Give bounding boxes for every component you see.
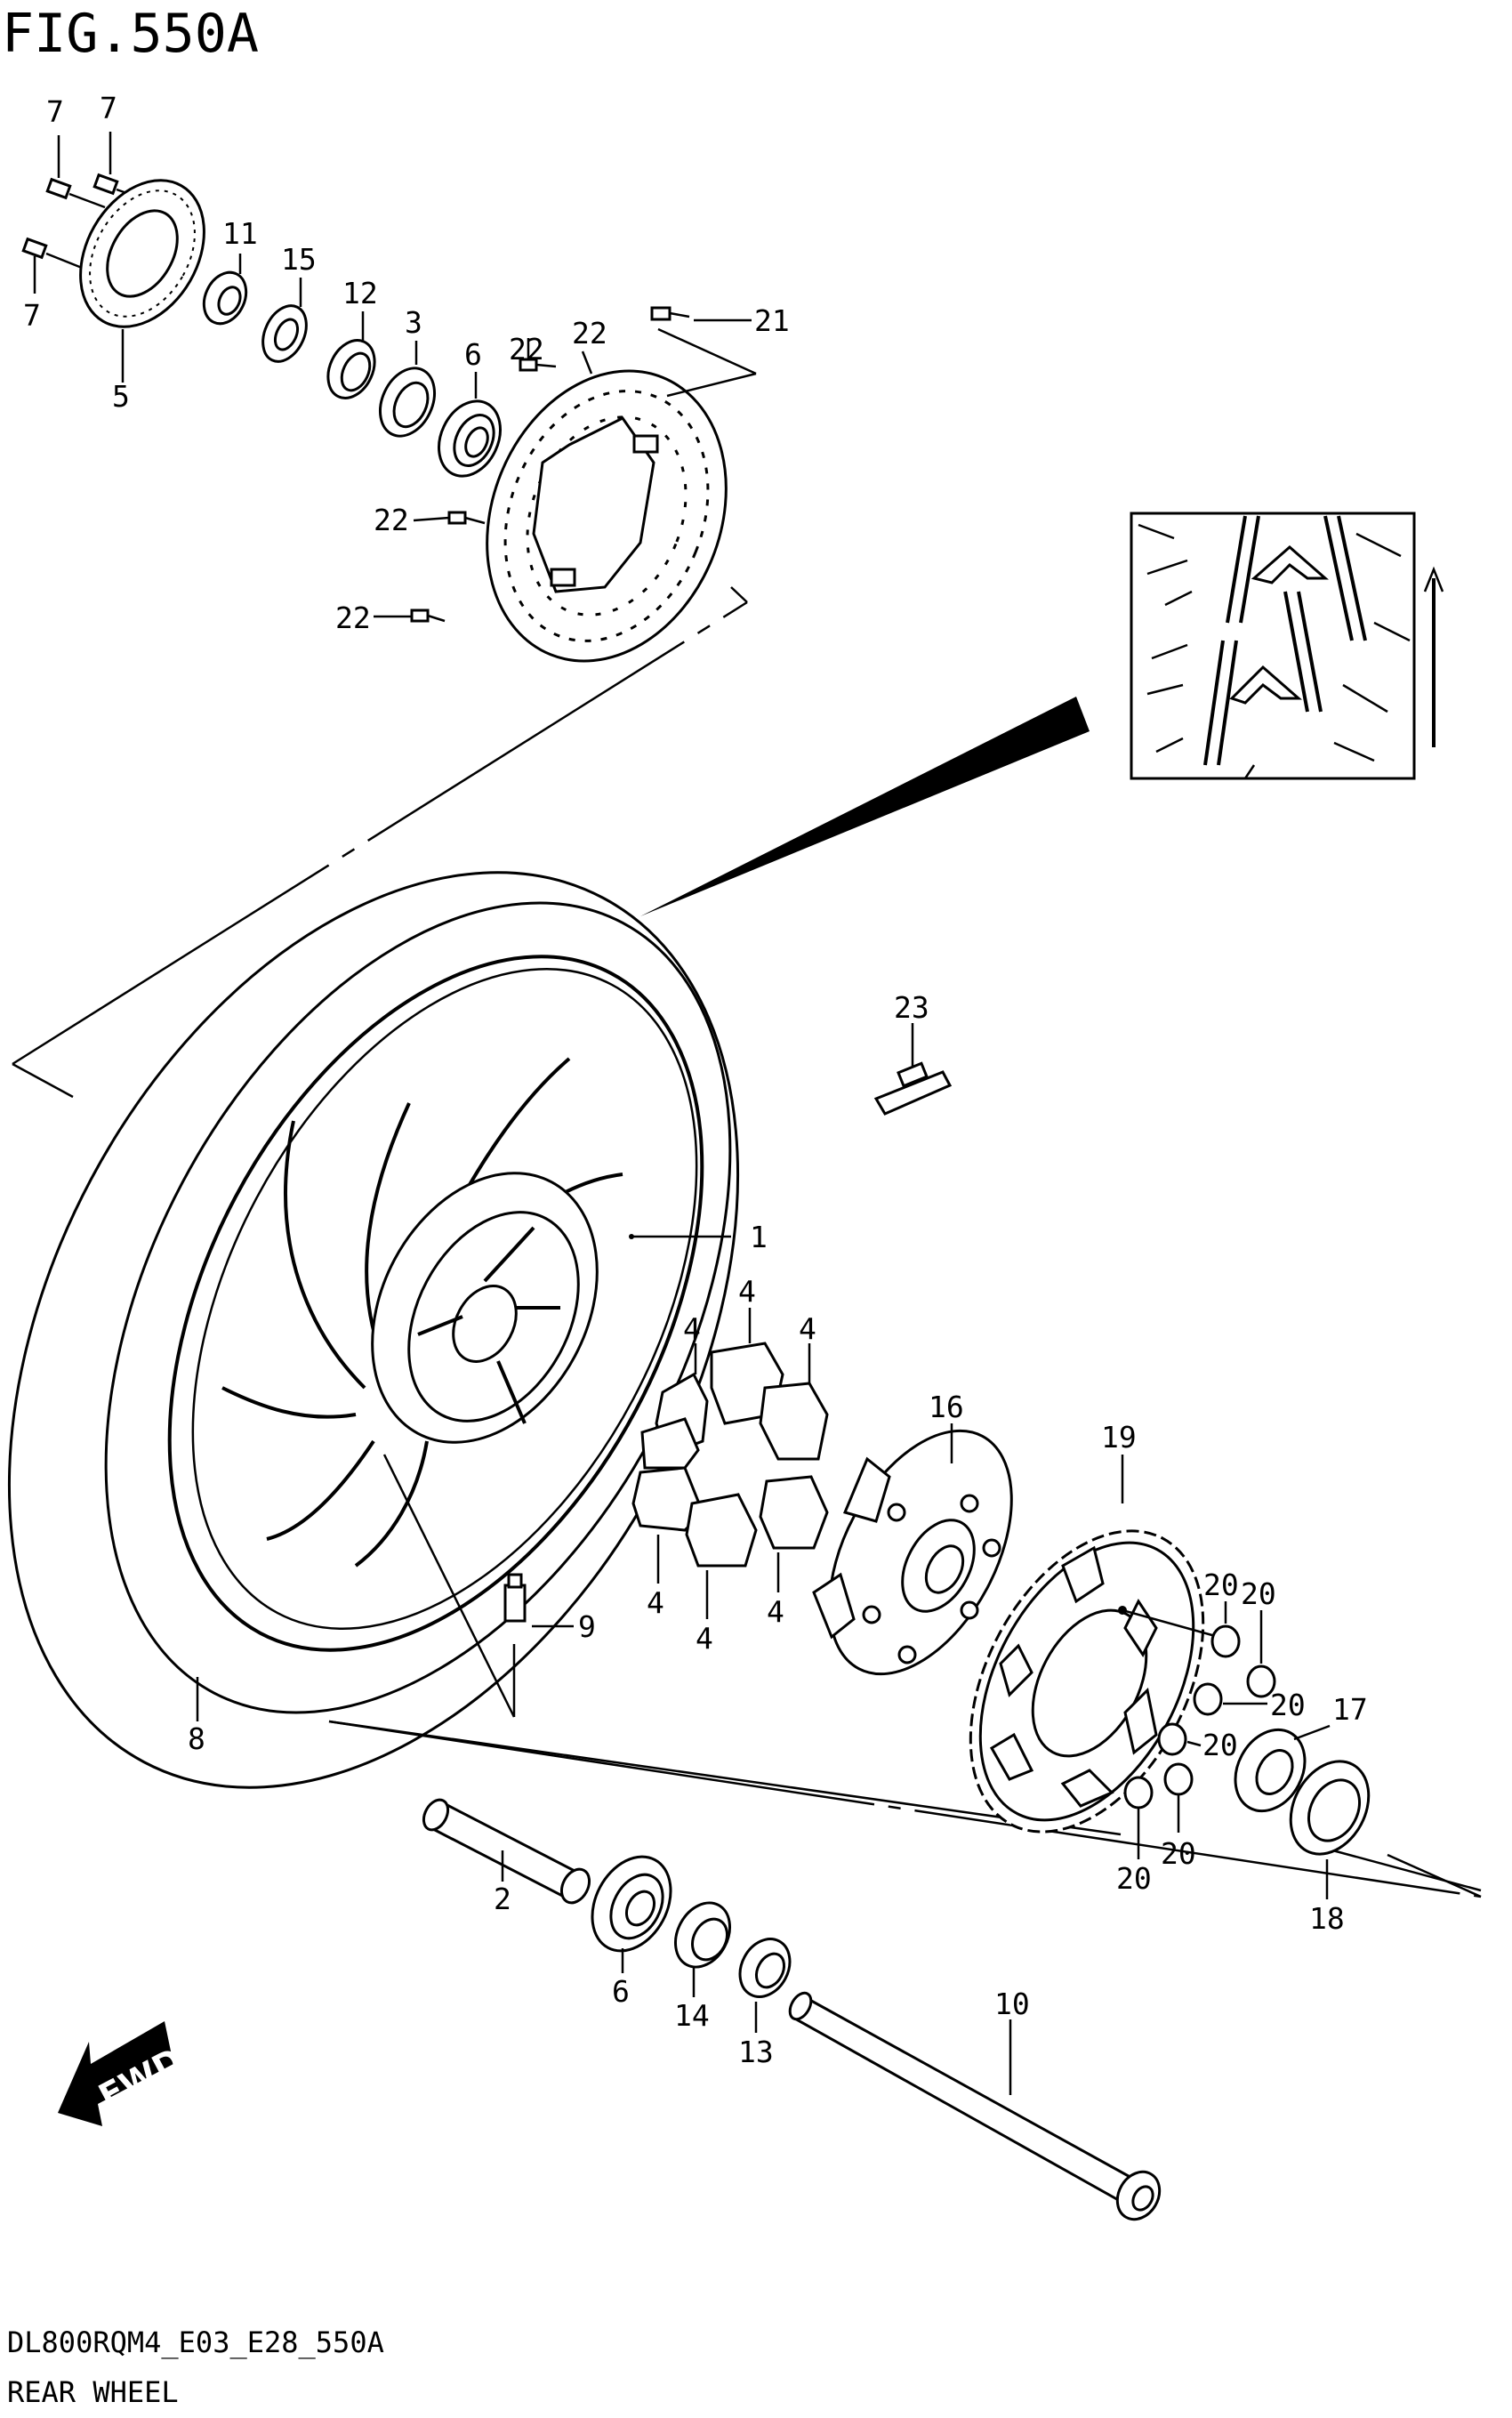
disc-bolt-21 <box>650 306 690 321</box>
tire-valve <box>503 1573 527 1623</box>
callout-4: 4 <box>738 1274 756 1309</box>
callout-4: 4 <box>767 1594 784 1629</box>
callout-10: 10 <box>994 1987 1030 2021</box>
callout-4: 4 <box>799 1311 816 1346</box>
callout-8: 8 <box>188 1721 205 1756</box>
rear-wheel-assembly <box>7 871 740 1789</box>
brake-disc <box>486 369 728 663</box>
callout-1: 1 <box>750 1220 768 1254</box>
figure-title: FIG.550A <box>2 3 259 65</box>
callout-20: 20 <box>1203 1568 1239 1602</box>
callout-12: 12 <box>342 276 378 310</box>
callout-7: 7 <box>100 91 117 125</box>
oil-seal-18 <box>1289 1760 1371 1856</box>
callout-16: 16 <box>929 1390 964 1424</box>
callout-4: 4 <box>647 1585 664 1620</box>
callout-2: 2 <box>494 1882 511 1916</box>
hub-nut <box>202 270 248 326</box>
collar-13 <box>738 1938 792 1998</box>
disc-bolt-22-c <box>410 609 446 623</box>
callout-5: 5 <box>112 379 130 414</box>
callout-22: 22 <box>335 600 371 635</box>
bearing-6-top <box>438 399 502 478</box>
oil-seal-3 <box>379 367 436 438</box>
callout-21: 21 <box>754 303 790 338</box>
rear-axle <box>788 1991 1162 2221</box>
spacer-14 <box>674 1901 731 1969</box>
washer-15 <box>261 304 308 363</box>
tread-pattern-detail <box>1130 512 1444 780</box>
callout-18: 18 <box>1309 1901 1345 1936</box>
sprocket-drum <box>812 1429 1013 1676</box>
callout-3: 3 <box>405 305 422 340</box>
forward-direction-arrow: FWD <box>58 2021 189 2126</box>
figure-code: DL800RQM4_E03_E28_550A <box>7 2325 384 2359</box>
balance-weight <box>873 1061 953 1116</box>
bolt-7-top-left <box>45 177 106 209</box>
bearing-6-bottom <box>591 1855 672 1953</box>
callout-4: 4 <box>696 1621 713 1656</box>
callout-14: 14 <box>674 1998 710 2033</box>
callout-20: 20 <box>1241 1576 1276 1611</box>
callout-11: 11 <box>222 216 258 251</box>
tread-pointer <box>640 697 1090 916</box>
abs-sensor-ring <box>79 179 205 328</box>
callout-20: 20 <box>1116 1861 1152 1896</box>
callout-13: 13 <box>738 2035 774 2069</box>
rear-sprocket <box>969 1529 1205 1834</box>
figure-name: REAR WHEEL <box>7 2375 179 2409</box>
spacer-2 <box>422 1798 591 1905</box>
callout-4: 4 <box>683 1311 701 1346</box>
callout-20: 20 <box>1161 1836 1196 1871</box>
callout-22: 22 <box>509 332 544 367</box>
callout-19: 19 <box>1101 1420 1137 1455</box>
callout-6: 6 <box>612 1974 630 2009</box>
cush-dampers <box>631 1342 829 1568</box>
callout-7: 7 <box>23 298 41 333</box>
callout-22: 22 <box>374 503 409 537</box>
callout-17: 17 <box>1332 1692 1368 1727</box>
callout-15: 15 <box>281 242 317 277</box>
callout-9: 9 <box>578 1609 596 1644</box>
spacer-12 <box>326 339 376 399</box>
callout-20: 20 <box>1202 1728 1238 1762</box>
bearing-17 <box>1234 1728 1307 1813</box>
callout-7: 7 <box>46 94 64 129</box>
disc-bolt-22-b <box>447 511 486 525</box>
callout-6: 6 <box>464 337 482 372</box>
callout-23: 23 <box>894 990 929 1025</box>
sprocket-nuts <box>1123 1624 1276 1809</box>
callout-20: 20 <box>1270 1688 1306 1722</box>
callout-22: 22 <box>572 316 607 351</box>
